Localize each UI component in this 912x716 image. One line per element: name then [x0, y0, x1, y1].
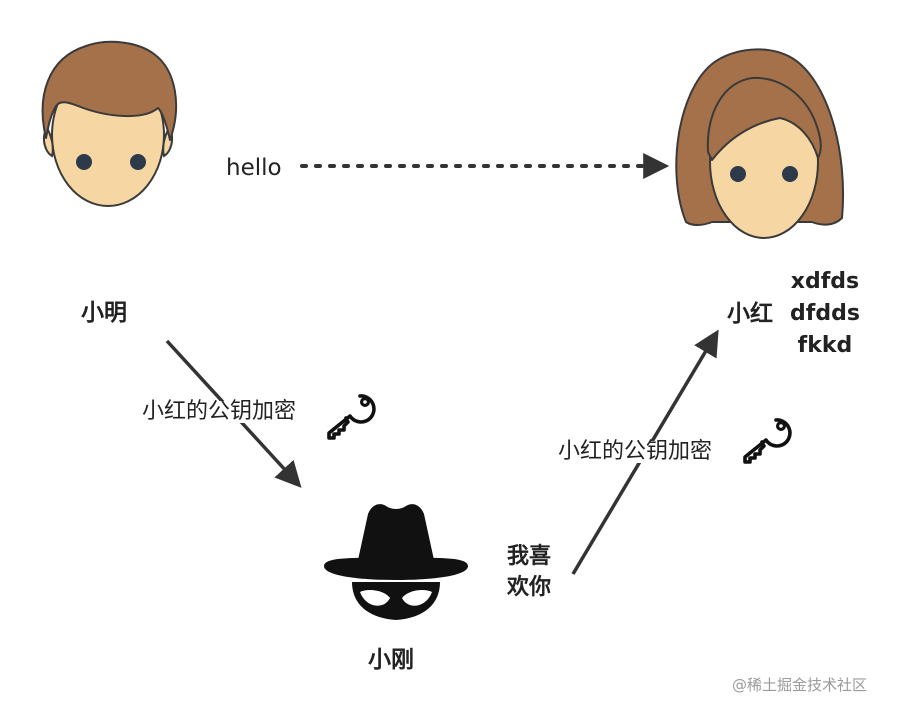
ciphertext-line: fkkd — [797, 332, 853, 358]
man-avatar-icon — [41, 40, 177, 207]
forged-line: 我喜 — [507, 544, 552, 569]
ciphertext-block: xdfds dfdds fkkd — [790, 266, 860, 362]
ciphertext-line: dfdds — [790, 300, 860, 326]
encrypt-label-right: 小红的公钥加密 — [556, 439, 715, 464]
woman-avatar-icon — [675, 48, 845, 239]
key-icon — [743, 418, 792, 464]
watermark: @稀土掘金技术社区 — [732, 676, 868, 694]
spy-icon — [324, 504, 468, 620]
attacker-name: 小刚 — [368, 647, 414, 673]
key-icon — [327, 394, 376, 440]
plaintext-label: hello — [226, 155, 282, 181]
ciphertext-line: xdfds — [790, 269, 860, 294]
forged-message: 我喜 欢你 — [507, 542, 551, 604]
forged-line: 欢你 — [507, 574, 552, 600]
sender-name: 小明 — [81, 300, 127, 326]
encrypt-label-left: 小红的公钥加密 — [140, 399, 299, 424]
receiver-name: 小红 — [727, 301, 773, 327]
